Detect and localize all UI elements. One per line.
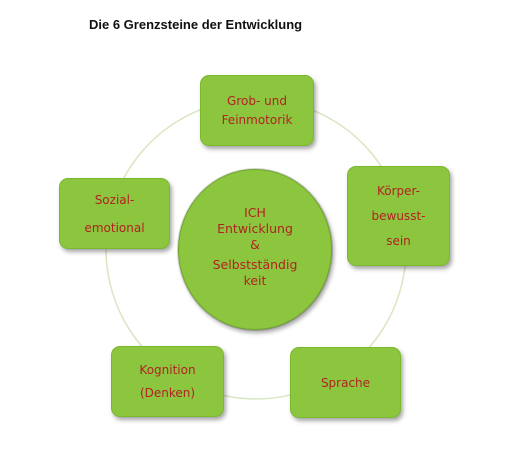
diagram-title: Die 6 Grenzsteine der Entwicklung bbox=[89, 17, 303, 32]
center-label-line: keit bbox=[243, 272, 267, 288]
node-label-line: Sprache bbox=[320, 375, 371, 390]
center-label-line: & bbox=[250, 236, 260, 252]
node-label-line: Grob- und bbox=[227, 93, 287, 108]
center-label-line: ICH bbox=[244, 204, 266, 220]
center-circle-ich-entwicklung: ICH Entwicklung & Selbstständig keit bbox=[178, 169, 332, 330]
node-sozial-emotional: Sozial- emotional bbox=[59, 178, 170, 249]
node-grob-feinmotorik: Grob- und Feinmotorik bbox=[200, 75, 314, 146]
node-label-line: Sozial- bbox=[94, 192, 135, 207]
node-label-line: Kognition bbox=[139, 362, 196, 377]
node-label-line: sein bbox=[386, 233, 411, 248]
node-label-line: (Denken) bbox=[139, 385, 196, 400]
center-label-line: Selbstständig bbox=[212, 256, 298, 272]
node-label-line: bewusst- bbox=[371, 208, 426, 223]
node-sprache: Sprache bbox=[290, 347, 401, 418]
node-label-line: emotional bbox=[84, 220, 145, 235]
node-label-line: Körper- bbox=[376, 183, 421, 198]
node-koerperbewusstsein: Körper- bewusst- sein bbox=[347, 166, 450, 266]
node-kognition: Kognition (Denken) bbox=[111, 346, 224, 417]
node-label-line: Feinmotorik bbox=[221, 112, 293, 127]
center-label-line: Entwicklung bbox=[217, 220, 293, 236]
